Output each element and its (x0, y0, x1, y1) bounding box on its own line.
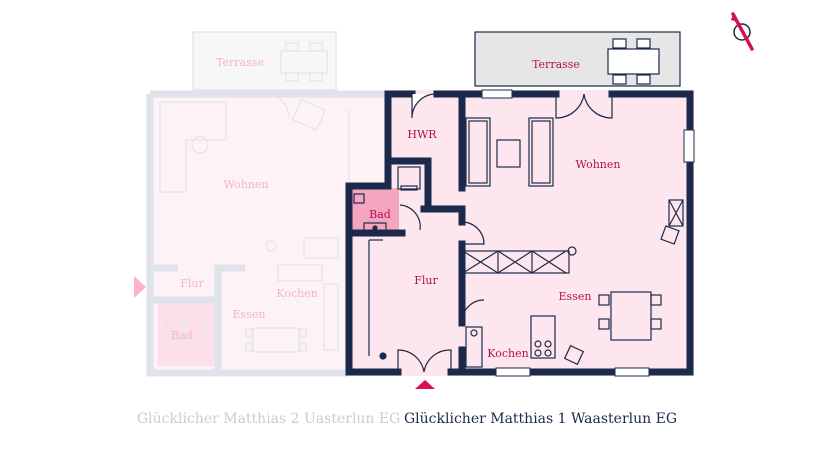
right-walls (345, 90, 694, 376)
entry-arrow-icon (415, 380, 435, 389)
right-essen-label: Essen (559, 290, 592, 303)
left-kochen-label: Kochen (276, 287, 317, 300)
right-furniture-icon (353, 117, 684, 368)
right-unit: Terrasse HWR Wohnen Bad Flur Essen Koche… (345, 31, 695, 389)
right-unit-caption[interactable]: Glücklicher Matthias 1 Waasterlun EG (404, 411, 678, 427)
left-entry-arrow-icon (134, 276, 146, 298)
left-unit: Terrasse Wohnen Flur Kochen Essen Bad (134, 31, 392, 377)
right-windows (481, 89, 695, 377)
right-bath-floor (349, 188, 399, 232)
right-kochen-label: Kochen (487, 347, 528, 360)
left-wohnen-label: Wohnen (224, 178, 269, 191)
right-bad-label: Bad (369, 208, 391, 221)
left-terrace (192, 31, 337, 91)
left-terrace-table-icon (280, 42, 328, 82)
left-bad-label: Bad (171, 329, 193, 342)
left-terrace-label: Terrasse (216, 56, 264, 69)
right-terrace-label: Terrasse (532, 58, 580, 71)
right-wohnen-label: Wohnen (576, 158, 621, 171)
right-doors (397, 93, 613, 373)
right-terrace-table-icon (607, 38, 660, 85)
left-essen-label: Essen (233, 308, 266, 321)
right-flur-label: Flur (414, 274, 438, 287)
left-unit-caption[interactable]: Glücklicher Matthias 2 Uasterlun EG (137, 411, 401, 427)
hwr-label: HWR (407, 128, 437, 141)
left-furniture-icon (159, 93, 350, 353)
left-flur-label: Flur (180, 277, 204, 290)
north-arrow-icon (731, 12, 754, 51)
